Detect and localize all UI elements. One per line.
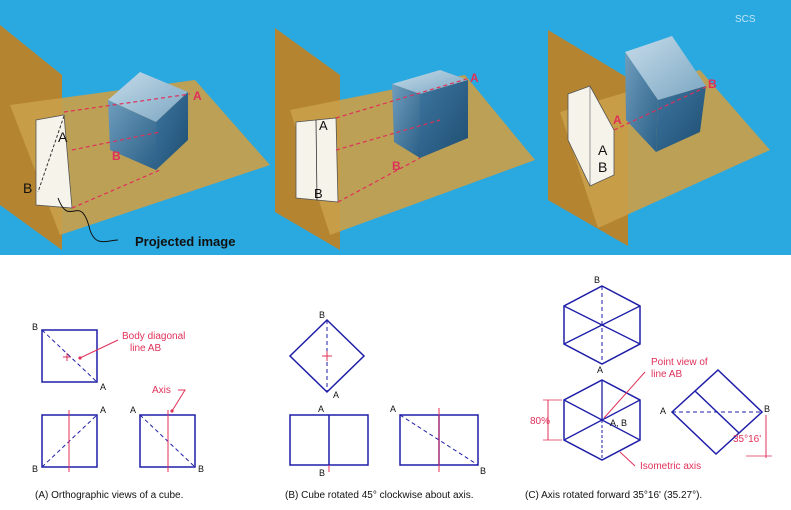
- caption-c: (C) Axis rotated forward 35°16' (35.27°)…: [525, 490, 702, 501]
- label-b-face-b: B: [314, 186, 323, 201]
- label-b-top-a: B: [112, 149, 121, 163]
- leader-point: [603, 371, 646, 419]
- label-a-a2: A: [100, 405, 106, 415]
- corner-mark: SCS: [735, 14, 756, 25]
- label-b-b3: B: [480, 466, 486, 476]
- dim-80: 80%: [530, 416, 550, 427]
- label-a-face-c: A: [598, 142, 608, 158]
- callout-axis: Axis: [152, 385, 171, 396]
- leader-diagonal: [79, 339, 119, 359]
- projected-image-label: Projected image: [135, 234, 235, 249]
- cube-front-b: [392, 84, 420, 158]
- callout-diagonal-2: line AB: [130, 343, 161, 354]
- projected-diagonal-a: [37, 115, 65, 193]
- leader-dot-axis: [170, 409, 174, 413]
- label-a-b1: A: [333, 390, 339, 400]
- horizontal-plane-c: [560, 70, 770, 228]
- diagonal-top-a: [41, 329, 98, 383]
- cube-front-c: [625, 52, 658, 152]
- label-b-c1: B: [594, 275, 600, 285]
- diagram-a: B A Body diagonal line AB A B A B Axis (…: [32, 322, 204, 501]
- photo-b: A B A B: [275, 28, 535, 250]
- label-b-face-a: B: [23, 180, 32, 196]
- cube-top-a: [108, 72, 188, 122]
- projector-b2: [337, 157, 421, 203]
- label-a-top-b: A: [470, 71, 479, 85]
- label-b-top-c: B: [708, 77, 717, 91]
- label-a-top-a: A: [193, 89, 202, 103]
- projector-a3: [71, 169, 161, 209]
- projector-b1: [335, 77, 471, 119]
- label-b-a2: B: [32, 464, 38, 474]
- angle-label: 35°16': [733, 434, 761, 445]
- photo-a: A B A B Projected image: [0, 25, 270, 250]
- leader-iso: [619, 451, 636, 467]
- callout-iso: Isometric axis: [640, 461, 701, 472]
- caption-a: (A) Orthographic views of a cube.: [35, 490, 183, 501]
- cube-side-b: [420, 80, 468, 158]
- cube-top-b: [392, 70, 468, 94]
- cube-side-c: [656, 86, 706, 152]
- cube-side-a: [156, 92, 188, 170]
- label-b-top-b: B: [392, 159, 401, 173]
- leader-dot-diagonal: [78, 356, 82, 360]
- diagram-b: B A A B A B (B) Cube rotated 45° clockwi…: [285, 310, 486, 501]
- label-a-b3: A: [390, 404, 396, 414]
- leader-projected: [57, 197, 119, 243]
- diagonal-side-b: [399, 414, 479, 466]
- projector-c1: [613, 85, 709, 131]
- projected-edge-b: [315, 119, 318, 201]
- callout-point-1: Point view of: [651, 357, 708, 368]
- square-top-a: [41, 329, 98, 383]
- cube-front-a: [108, 100, 156, 170]
- label-a-b2: A: [318, 404, 324, 414]
- label-a-top-c: A: [613, 113, 622, 127]
- projector-a2: [71, 131, 161, 151]
- leader-axis: [171, 389, 186, 412]
- label-b-c2: B: [764, 404, 770, 414]
- label-a-a1: A: [100, 382, 106, 392]
- label-b-a3: B: [198, 464, 204, 474]
- label-ab-c: A, B: [610, 418, 627, 428]
- hex-top-diag-2: [563, 305, 641, 345]
- callout-point-2: line AB: [651, 369, 682, 380]
- projector-a1: [63, 93, 191, 113]
- strip-divider: [0, 255, 791, 263]
- label-a-a3: A: [130, 405, 136, 415]
- callout-diagonal-1: Body diagonal: [122, 331, 185, 342]
- label-a-face-a: A: [58, 129, 68, 145]
- cube-top-c: [625, 36, 706, 100]
- label-b-face-c: B: [598, 159, 607, 175]
- label-a-c2: A: [660, 406, 666, 416]
- label-b-b1: B: [319, 310, 325, 320]
- rotated-square-c: [670, 368, 764, 456]
- label-a-c1: A: [597, 365, 603, 375]
- label-a-face-b: A: [319, 118, 328, 133]
- caption-b: (B) Cube rotated 45° clockwise about axi…: [285, 490, 474, 501]
- diagram-c: B A A, B Point view of line AB 80% Isome…: [525, 275, 772, 501]
- photo-c: B A A B: [548, 30, 770, 246]
- label-b-a1: B: [32, 322, 38, 332]
- label-b-b2: B: [319, 468, 325, 478]
